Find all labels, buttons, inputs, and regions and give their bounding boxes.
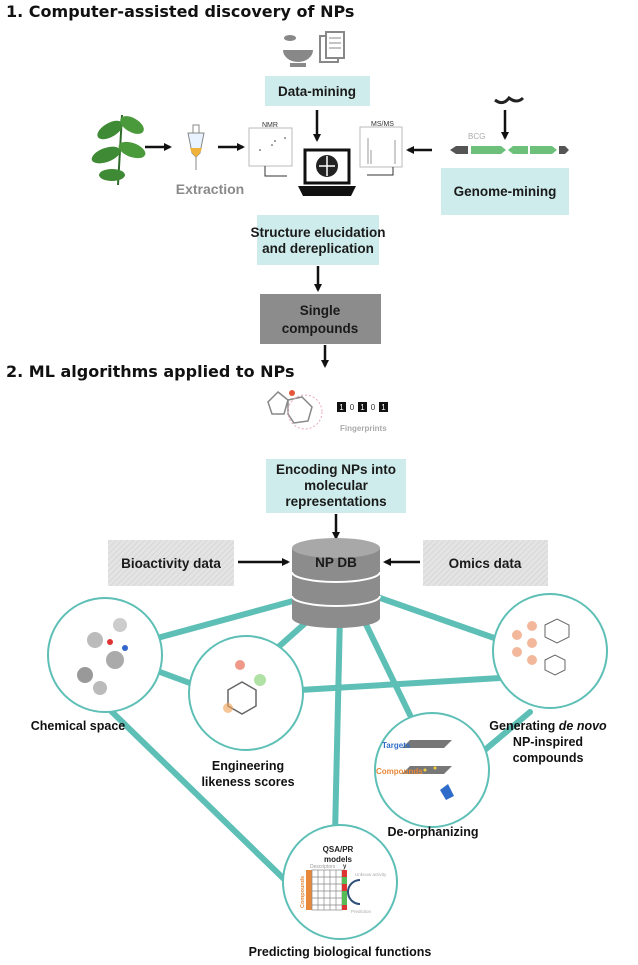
genome-mining-label: Genome-mining xyxy=(454,184,557,199)
generating-line2: NP-inspired xyxy=(513,735,583,749)
engineering-line2: likeness scores xyxy=(201,775,294,789)
encoding-line1: Encoding NPs into xyxy=(276,462,396,477)
chemical-space-circle xyxy=(47,597,163,713)
bcg-label: BCG xyxy=(468,132,485,141)
bioactivity-label: Bioactivity data xyxy=(121,556,221,571)
gene-cluster-icon xyxy=(450,146,569,154)
engineering-circle xyxy=(188,635,304,751)
single-line2: compounds xyxy=(282,321,359,336)
omics-data-box xyxy=(423,540,548,586)
targets-label: Targets xyxy=(382,741,411,750)
laptop-brain-icon xyxy=(298,148,356,196)
single-compounds-box xyxy=(260,294,381,344)
bit: 1 xyxy=(339,403,344,412)
qsar-circle xyxy=(282,824,398,940)
single-line1: Single xyxy=(300,303,341,318)
qsar-line1: QSA/PR xyxy=(323,845,354,854)
omics-label: Omics data xyxy=(449,556,522,571)
bioactivity-data-box xyxy=(108,540,234,586)
np-db-label: NP DB xyxy=(315,555,357,570)
compounds-label: Compounds xyxy=(376,767,423,776)
encoding-box xyxy=(266,459,406,513)
compounds-axis-label: Compounds xyxy=(300,876,306,908)
genome-mining-box xyxy=(441,168,569,215)
structure-line1: Structure elucidation xyxy=(250,225,385,240)
msms-spectrum-icon xyxy=(359,126,403,168)
bit: 1 xyxy=(381,403,386,412)
mortar-documents-icon xyxy=(283,31,345,67)
structure-line2: and dereplication xyxy=(262,241,374,256)
bit: 0 xyxy=(350,403,355,412)
unknown-activity-label: Unknow activity xyxy=(355,872,387,877)
nmr-spectrum-icon xyxy=(248,127,293,167)
connection-lines xyxy=(107,592,533,883)
generating-line3: compounds xyxy=(513,751,584,765)
structure-elucidation-box xyxy=(257,215,379,265)
fingerprints-label: Fingerprints xyxy=(340,424,387,433)
chemical-space-label: Chemical space xyxy=(31,719,126,733)
fingerprint-bits: 1 0 1 0 1 xyxy=(337,402,388,412)
plant-icon xyxy=(91,114,146,186)
de-orphanizing-label: De-orphanizing xyxy=(388,825,479,839)
descriptors-label: Descriptors xyxy=(310,864,336,870)
de-orphanizing-circle xyxy=(374,712,490,828)
nmr-label: NMR xyxy=(262,122,278,129)
y-label: y xyxy=(343,864,347,870)
section-1-title: 1. Computer-assisted discovery of NPs xyxy=(6,2,354,21)
data-mining-box xyxy=(265,76,370,106)
encoding-line2: molecular xyxy=(304,478,369,493)
engineering-line1: Engineering xyxy=(212,759,284,773)
generating-line1: Generating de novo xyxy=(489,719,607,733)
np-database-icon xyxy=(291,538,381,628)
bit: 1 xyxy=(360,403,365,412)
predicting-label: Predicting biological functions xyxy=(249,945,432,959)
generating-circle xyxy=(492,593,608,709)
section-2-title: 2. ML algorithms applied to NPs xyxy=(6,362,295,381)
separatory-funnel-icon xyxy=(187,124,205,170)
encoding-line3: representations xyxy=(285,494,386,509)
dna-icon xyxy=(494,95,525,105)
de-novo-text: de novo xyxy=(559,719,607,733)
prediction-label: Prediction xyxy=(351,909,372,914)
generating-text: Generating xyxy=(489,719,558,733)
molecule-icon xyxy=(267,390,323,430)
data-mining-label: Data-mining xyxy=(278,84,356,99)
qsar-line2: models xyxy=(324,855,353,864)
bit: 0 xyxy=(371,403,376,412)
msms-label: MS/MS xyxy=(371,121,394,128)
extraction-label: Extraction xyxy=(176,181,244,197)
